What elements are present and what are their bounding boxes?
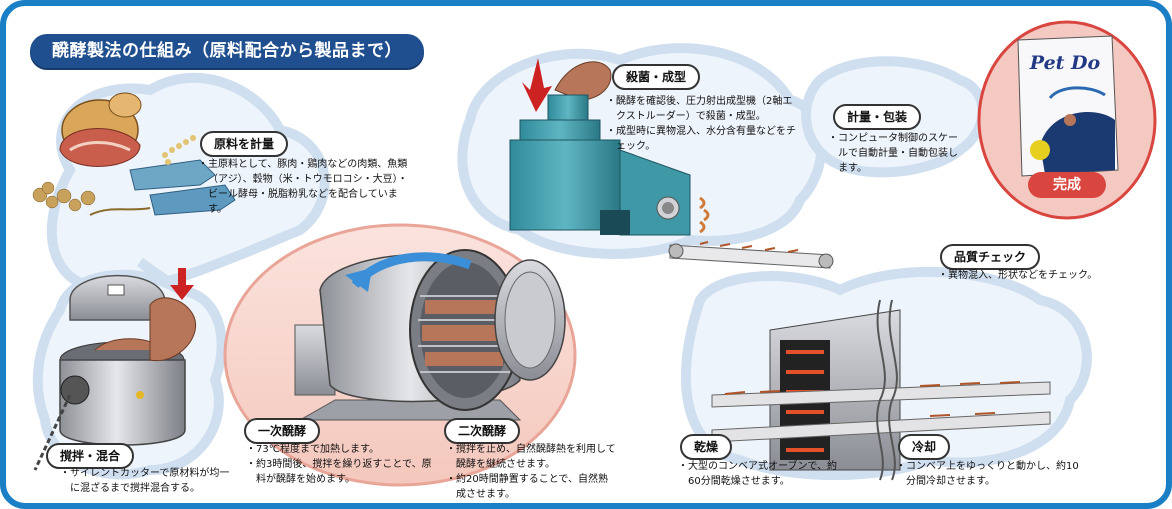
step-desc-line: 大型のコンベア式オーブンで、約60分間乾燥させます。 (678, 459, 846, 489)
red-arrow-mixing (170, 268, 194, 300)
step-desc-secondary: 撹拌を止め、自然醗酵熱を利用して醗酵を継続させます。 約20時間静置することで、… (446, 442, 616, 502)
product-brand-logo: Pet Do (1029, 52, 1101, 74)
step-desc-line: コンベア上をゆっくりと動かし、約10分間冷却させます。 (896, 459, 1086, 489)
step-desc-line: 異物混入、形状などをチェック。 (938, 268, 1128, 283)
step-label-primary: 一次醗酵 (244, 418, 321, 444)
step-desc-mixing: サイレントカッターで原材料が均一に混ざるまで撹拌混合する。 (60, 466, 235, 496)
step-label-ingredients: 原料を計量 (200, 131, 289, 157)
fermenter-illustration (294, 249, 566, 421)
step-desc-line: 73℃程度まで加熱します。 (246, 442, 438, 457)
page-title: 醗酵製法の仕組み（原料配合から製品まで） (30, 34, 424, 68)
step-desc-line: サイレントカッターで原材料が均一に混ざるまで撹拌混合する。 (60, 466, 235, 496)
step-desc-quality: 異物混入、形状などをチェック。 (938, 268, 1128, 283)
oven-illustration (711, 299, 1051, 481)
step-desc-sterilize: 醗酵を確認後、圧力射出成型機（2軸エクストルーダー）で殺菌・成型。 成型時に異物… (606, 94, 802, 154)
step-desc-drying: 大型のコンベア式オーブンで、約60分間乾燥させます。 (678, 459, 846, 489)
step-desc-primary: 73℃程度まで加熱します。 約3時間後、撹拌を繰り返すことで、原料が醗酵を始めま… (246, 442, 438, 487)
step-desc-line: 成型時に異物混入、水分含有量などをチェック。 (606, 124, 802, 154)
step-desc-line: 約20時間静置することで、自然熟成させます。 (446, 472, 616, 502)
step-label-secondary: 二次醗酵 (444, 418, 521, 444)
step-desc-ingredients: 主原料として、豚肉・鶏肉などの肉類、魚類（アジ）、穀物（米・トウモロコシ・大豆）… (198, 157, 410, 217)
step-desc-line: 醗酵を確認後、圧力射出成型機（2軸エクストルーダー）で殺菌・成型。 (606, 94, 802, 124)
step-label-cooling: 冷却 (898, 434, 951, 460)
extruder-illustration (509, 61, 710, 236)
step-label-quality: 品質チェック (940, 244, 1041, 270)
step-desc-line: 主原料として、豚肉・鶏肉などの肉類、魚類（アジ）、穀物（米・トウモロコシ・大豆）… (198, 157, 410, 217)
ingredients-illustration (32, 92, 236, 216)
step-desc-cooling: コンベア上をゆっくりと動かし、約10分間冷却させます。 (896, 459, 1086, 489)
step-label-drying: 乾燥 (680, 434, 733, 460)
red-arrow-extruder (522, 58, 552, 112)
step-desc-line: コンピュータ制御のスケールで自動計量・自動包装します。 (828, 131, 966, 176)
step-label-packaging: 計量・包装 (833, 104, 922, 130)
step-label-sterilize: 殺菌・成型 (612, 64, 701, 90)
step-label-mixing: 撹拌・混合 (46, 443, 135, 469)
product-bag-illustration (1017, 35, 1119, 177)
mixer-illustration (33, 274, 197, 471)
step-desc-packaging: コンピュータ制御のスケールで自動計量・自動包装します。 (828, 131, 966, 176)
done-badge: 完成 (1028, 172, 1106, 198)
conveyor-extruder (668, 241, 834, 269)
step-desc-line: 約3時間後、撹拌を繰り返すことで、原料が醗酵を始めます。 (246, 457, 438, 487)
step-desc-line: 撹拌を止め、自然醗酵熱を利用して醗酵を継続させます。 (446, 442, 616, 472)
